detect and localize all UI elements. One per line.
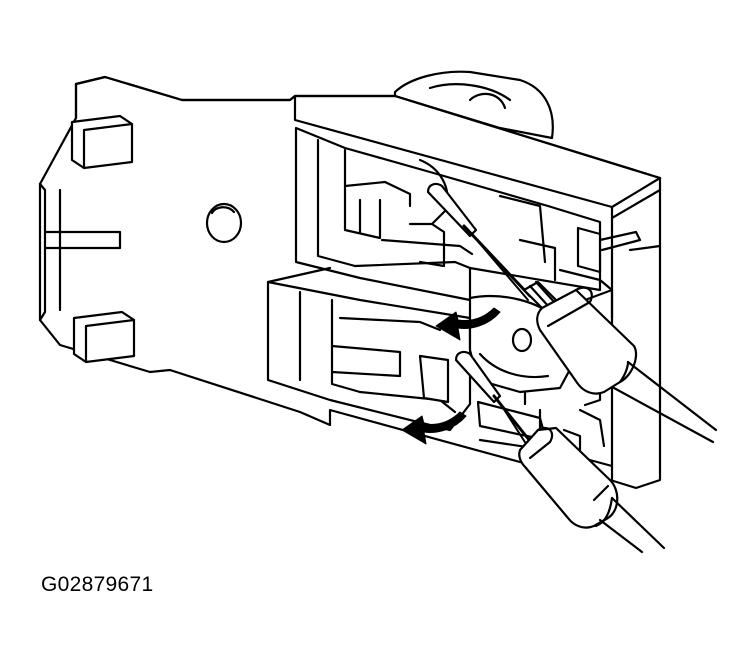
upper-probe-pin [426, 182, 532, 301]
curved-arrow-left-icon [401, 411, 467, 445]
upper-probe [522, 280, 718, 444]
figure-code-label: G02879671 [41, 573, 154, 596]
curved-arrow-left-icon [435, 307, 501, 341]
lower-probe [518, 426, 666, 554]
lower-probe-pin [454, 350, 536, 451]
rear-boss [393, 70, 554, 140]
left-tab-lower [72, 310, 136, 364]
left-tab-upper [70, 114, 134, 170]
mounting-hole [205, 202, 243, 244]
